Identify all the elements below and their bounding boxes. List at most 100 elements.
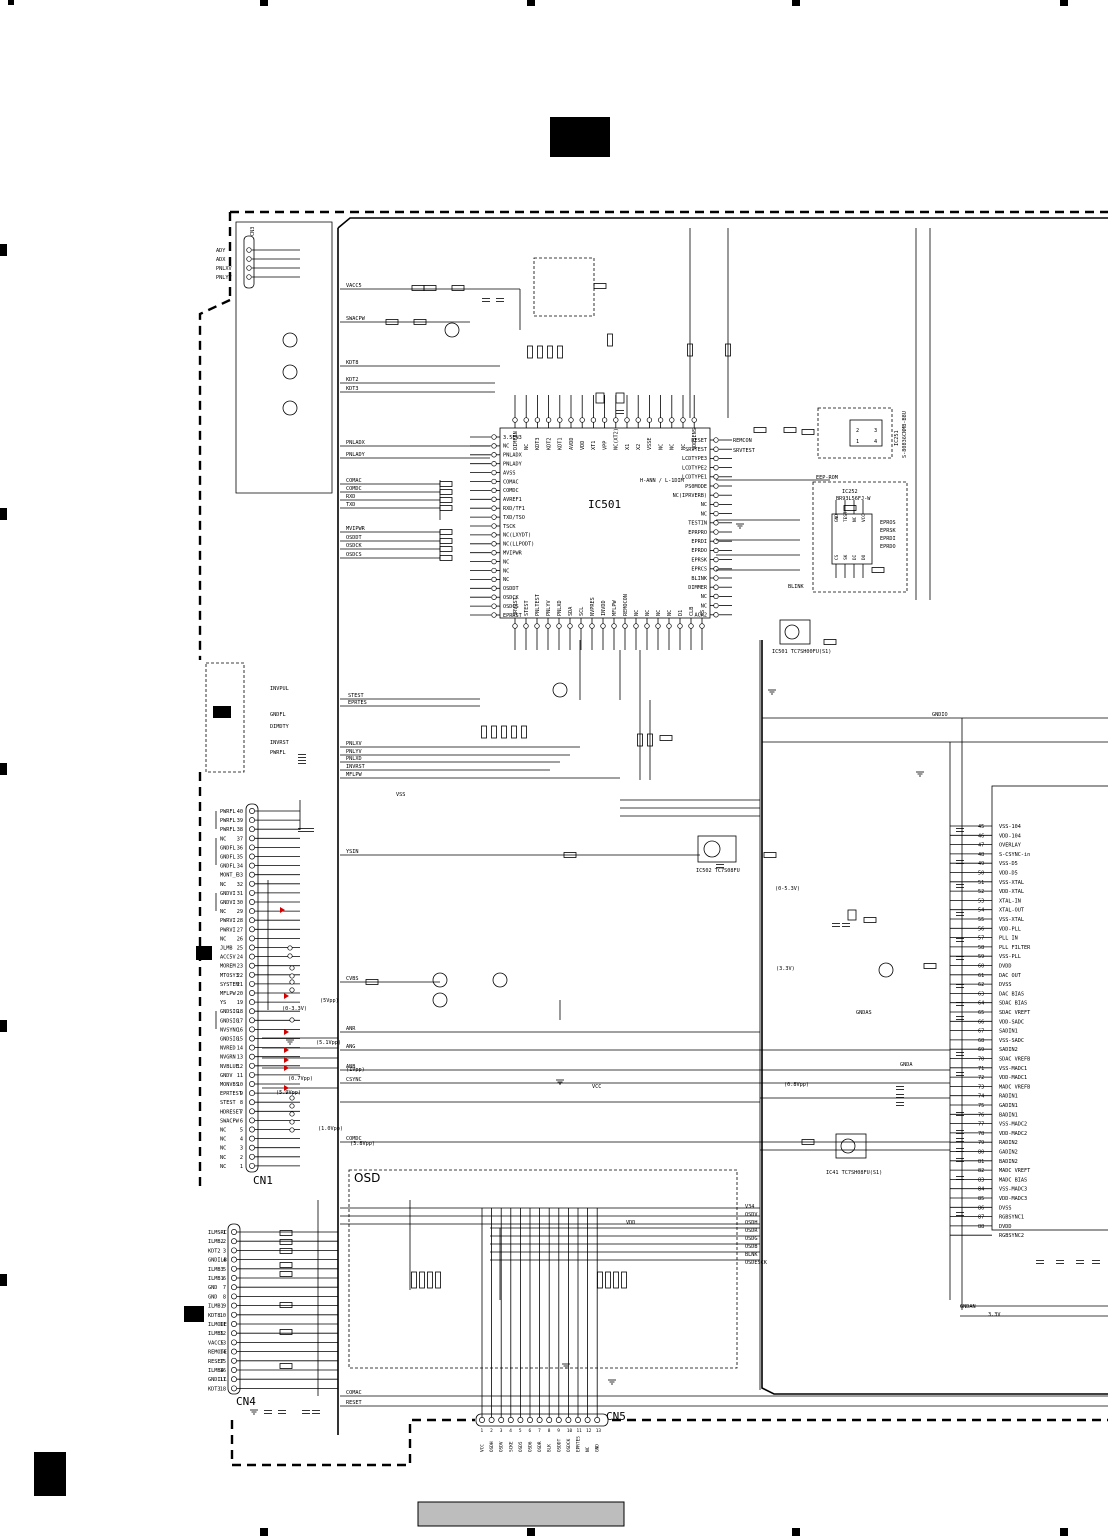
- crystal: [595, 392, 605, 404]
- right-ic-pin-number: 85: [978, 1196, 984, 1202]
- ic501-bottom-pin-label: NVPRES: [590, 597, 596, 616]
- cn1-signal: STEST: [220, 1100, 236, 1106]
- net-label: COMDC: [346, 1136, 362, 1142]
- cn3-signal: ADX: [216, 257, 226, 263]
- ic501-right-pin-label: NC: [701, 502, 707, 508]
- cn1-pin: [249, 1071, 255, 1078]
- resistor: [843, 505, 857, 511]
- ic501-left-pin: [491, 532, 497, 538]
- right-ic-pin-label: VSS-XTAL: [999, 880, 1024, 886]
- eeprom-pin-label: NC: [852, 516, 858, 522]
- cn1-signal: MOREM: [220, 964, 236, 970]
- resistor: [763, 852, 777, 858]
- ic501-top-pin: [545, 417, 552, 423]
- right-ic-pin-number: 66: [978, 1019, 984, 1025]
- net-label: VCC: [592, 1084, 601, 1090]
- cn5-pin: [584, 1417, 591, 1423]
- cn5-pin-number: 12: [586, 1428, 592, 1434]
- ic501-top-pin-label: NC: [658, 444, 664, 450]
- net-label: EPRSK: [880, 528, 896, 534]
- ic501-top-pin: [624, 417, 630, 423]
- ic501-top-pin-label: VDDSENS: [692, 428, 698, 450]
- ic501-top-pin: [691, 417, 697, 423]
- cn4-pin-number: 18: [220, 1386, 226, 1392]
- right-ic-pin-label: SDAC BIAS: [999, 1001, 1027, 1007]
- cn1-pin-number: 36: [237, 845, 243, 851]
- right-ic-pin-label: PLL FILTER: [999, 945, 1031, 951]
- right-ic-pin-label: DVDD: [999, 964, 1012, 970]
- connector-cn5: 1VCC2OSDH3OSDV4SCKE5OSD56OSD67OSDR8BLK9O…: [475, 1208, 626, 1452]
- test-point: [289, 1127, 295, 1133]
- test-point: [287, 945, 293, 951]
- net-label: COMAC: [346, 1390, 362, 1396]
- cn1-signal: GNDFL: [220, 855, 236, 861]
- net-label: OSDV: [745, 1212, 758, 1218]
- right-ic-pin-label: GADIN2: [999, 1150, 1018, 1156]
- ic501-bottom-pin-label: CS: [700, 610, 706, 616]
- right-ic-pin-number: 72: [978, 1075, 984, 1081]
- ic501-bottom-pin-label: PNLYV: [546, 600, 552, 616]
- ic501-right-pin: [713, 575, 719, 581]
- cn1-pin: [249, 1162, 255, 1169]
- cn1-pin: [249, 944, 255, 951]
- resistor: [411, 1271, 417, 1289]
- cn1-signal: SWACPW: [220, 1118, 240, 1124]
- net-label: V34: [745, 1204, 754, 1210]
- cn4-signal: GNDILL: [208, 1377, 227, 1383]
- cn4-pin: [231, 1357, 237, 1364]
- right-ic-pin-label: VDD-SADC: [999, 1019, 1024, 1025]
- ic501-right-pin-label: SRVTEST: [685, 447, 707, 453]
- cn1-pin: [249, 880, 255, 887]
- cn4-pin: [231, 1275, 237, 1281]
- transistor: [552, 682, 568, 698]
- resistor: [439, 546, 453, 552]
- resistor: [659, 735, 673, 741]
- resistor: [279, 1262, 293, 1268]
- cn1-pin: [249, 1108, 255, 1115]
- right-ic-pin-label: DVDD: [999, 1224, 1012, 1230]
- ic501-bottom-pin-label: INVDD: [601, 600, 607, 616]
- test-point: [289, 1017, 295, 1023]
- cn1-pin: [249, 962, 255, 969]
- voltage-note: (0-3.3V): [282, 1006, 307, 1012]
- net-label: KDT3: [346, 386, 359, 392]
- cn3-pin: [246, 265, 252, 271]
- right-ic-pin-number: 71: [978, 1066, 984, 1072]
- connector-cn1: 40PWRFL39PWRFL38PWRFL37NC36GNDFL35GNDFL3…: [215, 803, 300, 1187]
- signal-markers: [280, 907, 295, 1133]
- ic501-left-pin: [491, 487, 497, 494]
- net-label: BLNK: [745, 1252, 758, 1258]
- ic501-bottom-pin-label: NC: [645, 610, 651, 616]
- cn5-pin-number: 7: [538, 1428, 541, 1434]
- net-label: INVPUL: [270, 686, 289, 692]
- transistor: [432, 992, 448, 1008]
- resistor: [481, 725, 487, 739]
- net-label: RESET: [346, 1400, 362, 1406]
- right-ic-pin-label: PLL IN: [999, 936, 1018, 942]
- right-ic-pin-number: 49: [978, 861, 984, 867]
- cn4-pin-number: 5: [223, 1267, 226, 1273]
- ic501-right-pin: [713, 538, 719, 544]
- cn5-pin: [527, 1417, 533, 1423]
- right-ic-pin-label: VSS-MADC2: [999, 1122, 1027, 1128]
- right-ic-pin-label: XTAL-IN: [999, 898, 1021, 904]
- cn5-pin-number: 9: [557, 1428, 560, 1434]
- cn1-signal: MFLPW: [220, 991, 236, 997]
- cn5-signal: NC: [585, 1446, 591, 1452]
- net-label: OSDR: [745, 1228, 758, 1234]
- ic501-bottom-pin-label: PNLXD: [557, 600, 563, 616]
- ic501-bottom-pin-label: SRVRST: [513, 597, 519, 616]
- resistor: [365, 979, 379, 985]
- cn5-pin-number: 4: [509, 1428, 512, 1434]
- right-ic-pin-number: 88: [978, 1224, 984, 1230]
- eeprom-pin-label: VCC: [861, 514, 867, 522]
- cn5-signal: OSD5: [518, 1441, 524, 1452]
- transistor: [282, 364, 298, 380]
- net-label: 3.3V: [988, 1312, 1001, 1318]
- ic501-right-pin-label: BLINK: [691, 576, 707, 582]
- right-ic-pin-number: 53: [978, 898, 984, 904]
- cn5-pin: [536, 1417, 543, 1423]
- net-label: OSDH: [745, 1220, 758, 1226]
- right-ic-pin-label: VDD-PLL: [999, 926, 1021, 932]
- ic501-left-pin: [491, 612, 497, 618]
